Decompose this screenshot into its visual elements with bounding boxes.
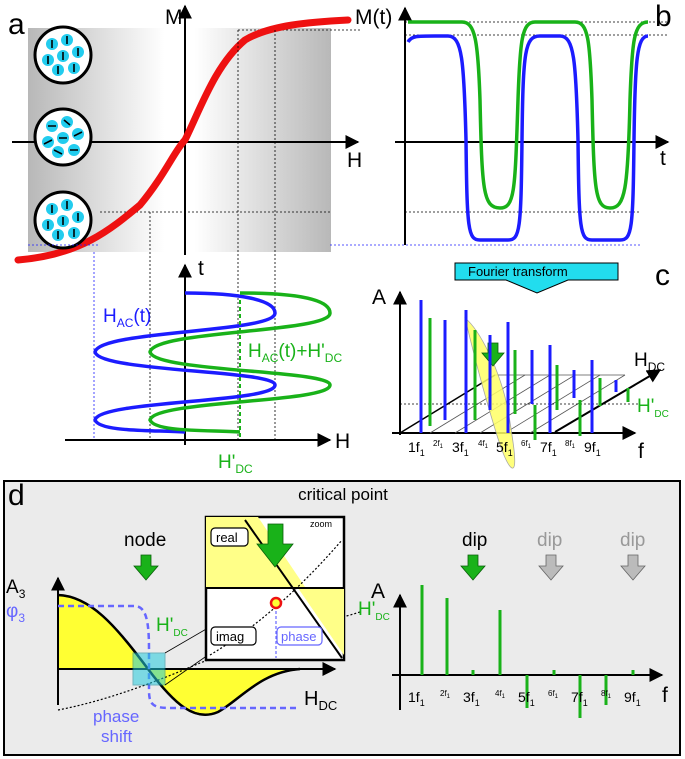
panel-c-tick-labels: 1f1 2f1 3f1 4f1 5f1 6f1 7f1 8f1 9f1 bbox=[408, 439, 601, 458]
d-tick-8f: 8f1 bbox=[601, 689, 612, 700]
panel-a-bottom: t H HAC(t) HAC(t)+H'DC H'DC bbox=[65, 257, 350, 476]
panel-b-t-label: t bbox=[660, 147, 666, 170]
real-label-box bbox=[210, 527, 249, 547]
c-tick-4f: 4f1 bbox=[478, 439, 489, 450]
d-tick-6f: 6f1 bbox=[548, 689, 559, 700]
spectrum-a-label: A bbox=[371, 580, 385, 603]
dip-label-2: dip bbox=[537, 530, 562, 551]
panel-c-grid bbox=[429, 374, 626, 434]
panel-a-letter: a bbox=[8, 8, 25, 41]
zoom-region-box bbox=[132, 652, 166, 686]
c-tick-2f: 2f1 bbox=[433, 439, 444, 450]
panel-b: b M(t) t bbox=[355, 0, 672, 245]
panel-c-a-label: A bbox=[372, 286, 386, 309]
node-arrow-icon bbox=[133, 554, 159, 581]
particle-cluster-middle bbox=[33, 107, 93, 167]
panel-c-hdc-axis bbox=[554, 369, 662, 433]
panel-c: c Fourier transform A f HDC H'DC bbox=[372, 259, 670, 469]
phase-shift-label-2: shift bbox=[101, 727, 132, 746]
panel-b-letter: b bbox=[655, 0, 672, 33]
panel-c-f-label: f bbox=[638, 440, 644, 463]
dip-label-3: dip bbox=[620, 530, 645, 551]
panel-d-hdcp-label: H'DC bbox=[156, 615, 188, 639]
hdc-label: H'DC bbox=[218, 452, 253, 476]
phase-label-box bbox=[276, 626, 323, 646]
imag-label-box bbox=[210, 626, 257, 646]
c-tick-9f: 9f1 bbox=[584, 439, 601, 458]
panel-d-letter: d bbox=[8, 479, 25, 512]
c-tick-1f: 1f1 bbox=[408, 439, 425, 458]
panel-d-tick-labels: 1f1 2f1 3f1 4f1 5f1 6f1 7f1 8f1 9f1 bbox=[408, 689, 641, 708]
c-tick-8f: 8f1 bbox=[565, 439, 576, 450]
c-tick-6f: 6f1 bbox=[521, 439, 532, 450]
d-tick-3f: 3f1 bbox=[463, 689, 480, 708]
hac-label: HAC(t) bbox=[103, 306, 151, 330]
hac-plus-hdc-curve bbox=[148, 291, 332, 434]
panel-c-letter: c bbox=[655, 259, 670, 292]
d-tick-2f: 2f1 bbox=[440, 689, 451, 700]
magnetization-curve bbox=[14, 16, 352, 264]
c-tick-7f: 7f1 bbox=[540, 439, 557, 458]
c-tick-5f: 5f1 bbox=[496, 439, 513, 458]
critical-point-marker bbox=[269, 596, 283, 610]
panel-c-bars bbox=[419, 300, 630, 440]
d-tick-5f: 5f1 bbox=[518, 689, 535, 708]
particle-cluster-bottom bbox=[33, 190, 93, 250]
real-label: real bbox=[216, 530, 238, 545]
hac-plus-hdc-label: HAC(t)+H'DC bbox=[248, 341, 342, 365]
panel-b-m-label: M(t) bbox=[355, 6, 392, 29]
panel-b-blue-curve bbox=[406, 34, 649, 242]
panel-d: d critical point node A3 φ3 H'DC HDC pha… bbox=[3, 479, 681, 756]
zoom-yellow-top bbox=[206, 517, 344, 645]
d-tick-7f: 7f1 bbox=[571, 689, 588, 708]
dip-label-1: dip bbox=[462, 530, 487, 551]
panel-c-down-arrow-icon bbox=[481, 342, 505, 367]
panel-a: a M H bbox=[8, 4, 362, 264]
phase-curve bbox=[58, 604, 298, 710]
panel-d-bars bbox=[420, 585, 635, 718]
bottom-h-label: H bbox=[335, 430, 350, 453]
zoom-label: zoom bbox=[310, 519, 332, 529]
panel-c-depth-line bbox=[399, 374, 496, 434]
phase-label: phase bbox=[281, 629, 316, 644]
fourier-transform-banner bbox=[454, 262, 619, 294]
panel-d-title: critical point bbox=[298, 485, 388, 504]
panel-b-green-curve bbox=[408, 20, 649, 210]
a3-label: A3 bbox=[6, 577, 26, 601]
panel-a-m-label: M bbox=[165, 6, 183, 29]
d-tick-9f: 9f1 bbox=[624, 689, 641, 708]
panel-c-hdcp-label: H'DC bbox=[637, 396, 669, 420]
imag-label: imag bbox=[216, 629, 244, 644]
particle-cluster-top bbox=[33, 25, 93, 85]
bottom-t-label: t bbox=[198, 257, 204, 280]
phase-shift-label-1: phase bbox=[93, 707, 139, 726]
dip-arrow-green-icon bbox=[460, 554, 486, 581]
d-tick-4f: 4f1 bbox=[495, 689, 506, 700]
node-label: node bbox=[124, 530, 166, 551]
spectrum-f-label: f bbox=[662, 684, 668, 707]
zoom-inset: zoom real imag phase bbox=[204, 515, 346, 662]
a3-curve bbox=[57, 593, 301, 717]
panel-c-hdc-label: HDC bbox=[634, 350, 665, 374]
dip-arrow-gray-icon bbox=[620, 554, 646, 581]
dip-arrow-gray-icon bbox=[538, 554, 564, 581]
fourier-transform-label: Fourier transform bbox=[468, 264, 568, 279]
panel-d-hdc-label: HDC bbox=[304, 688, 337, 713]
phi3-label: φ3 bbox=[6, 601, 25, 625]
zoom-green-arrow-icon bbox=[256, 523, 294, 568]
panel-a-h-label: H bbox=[347, 149, 362, 172]
spectrum-hdcp-label: H'DC bbox=[358, 599, 390, 623]
c-tick-3f: 3f1 bbox=[452, 439, 469, 458]
zoom-real-line bbox=[244, 519, 343, 659]
d-tick-1f: 1f1 bbox=[408, 689, 425, 708]
hac-curve bbox=[93, 291, 277, 434]
